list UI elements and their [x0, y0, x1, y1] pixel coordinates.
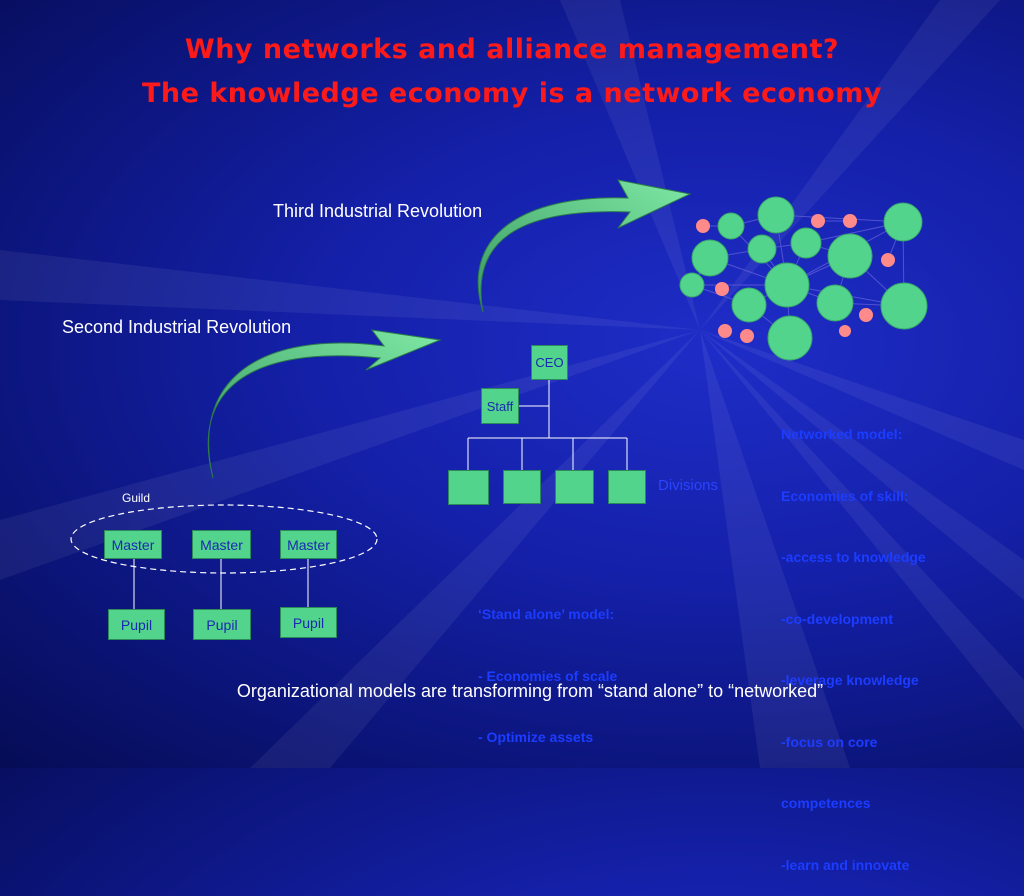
networked-line: -learn and innovate: [781, 856, 910, 873]
network-node-small: [718, 324, 732, 338]
network-node: [757, 196, 795, 234]
network-node-small: [843, 214, 857, 228]
standalone-line: ‘Stand alone’ model:: [478, 606, 615, 622]
standalone-model-text: ‘Stand alone’ model: - Economies of scal…: [478, 563, 617, 768]
network-node-small: [740, 329, 754, 343]
network-node: [679, 272, 705, 298]
background-rays: [0, 0, 1024, 768]
network-node-small: [715, 282, 729, 296]
master-box: Master: [104, 530, 162, 559]
network-node: [767, 315, 813, 361]
network-graph: [679, 196, 928, 361]
networked-line: -access to knowledge: [781, 549, 926, 565]
network-node-small: [811, 214, 825, 228]
network-node: [764, 262, 810, 308]
pupil-box: Pupil: [108, 609, 165, 640]
footer-caption: Organizational models are transforming f…: [236, 681, 824, 701]
network-node-small: [859, 308, 873, 322]
transition-arrows: [207, 179, 692, 479]
pupil-box: Pupil: [280, 607, 337, 638]
networked-line: -leverage knowledge: [781, 672, 919, 688]
title-line-2: The knowledge economy is a network econo…: [141, 78, 883, 109]
guild-label: Guild: [122, 491, 151, 505]
network-node: [883, 202, 923, 242]
guild-shape: [0, 0, 1024, 768]
pupil-box: Pupil: [193, 609, 251, 640]
networked-line: Economies of skill:: [781, 487, 909, 504]
guild-ellipse: [70, 504, 378, 574]
networked-line: -co-development: [781, 610, 894, 627]
network-node: [731, 287, 767, 323]
hierarchy-lines: [0, 0, 1024, 768]
network-node: [827, 233, 873, 279]
network-node-small: [696, 219, 710, 233]
network-node: [691, 239, 729, 277]
network-node: [816, 284, 854, 322]
networked-line: Networked model:: [781, 426, 903, 442]
third-revolution-label: Third Industrial Revolution: [273, 201, 483, 221]
standalone-line: - Economies of scale: [478, 667, 618, 684]
network-node: [790, 227, 822, 259]
network-node: [717, 212, 745, 240]
master-box: Master: [192, 530, 251, 559]
master-box: Master: [280, 530, 337, 559]
network-node: [880, 282, 928, 330]
division-box: [503, 470, 541, 504]
staff-box: Staff: [481, 388, 519, 424]
network-node-small: [839, 325, 851, 337]
ceo-box: CEO: [531, 345, 568, 380]
network-node: [747, 234, 777, 264]
division-box: [555, 470, 594, 504]
division-box: [608, 470, 646, 504]
title-line-1: Why networks and alliance management?: [184, 34, 840, 65]
networked-line: -focus on core: [781, 733, 878, 750]
standalone-line: - Optimize assets: [478, 729, 594, 745]
division-box: [448, 470, 489, 505]
second-revolution-label: Second Industrial Revolution: [62, 317, 292, 337]
arrow-third-revolution: [477, 179, 692, 313]
divisions-label: Divisions: [658, 477, 719, 494]
arrow-second-to-first: [207, 329, 442, 479]
network-node-small: [881, 253, 895, 267]
networked-line: competences: [781, 795, 871, 811]
networked-model-text: Networked model: Economies of skill: -ac…: [781, 383, 926, 896]
